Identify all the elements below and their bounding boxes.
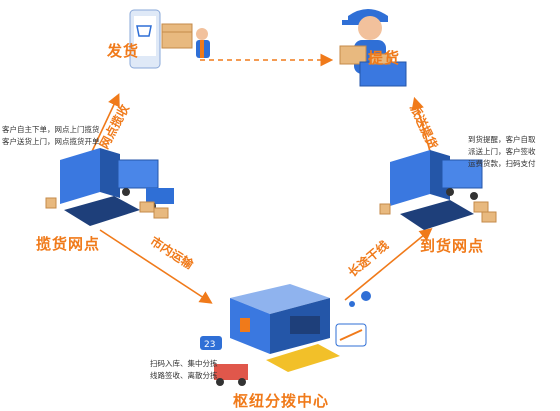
hub-illustration: 23 — [200, 284, 371, 386]
pickup-illustration — [339, 9, 407, 87]
hub-note: 扫码入库、集中分拣 — [150, 359, 218, 368]
pickup-label: 提货 — [368, 49, 401, 67]
arrive-station-label: 到货网点 — [420, 237, 485, 255]
arrive-note: 派送上门，客户签收 — [468, 147, 536, 156]
collect-station-illustration — [45, 148, 174, 226]
arrive-notes: 到货提醒，客户自取 派送上门，客户签收 运费货款，扫码支付 — [468, 134, 560, 170]
city-transport-arrow — [99, 229, 213, 304]
collect-note: 客户送货上门，网点揽货开单 — [2, 137, 100, 146]
arrive-note: 运费货款，扫码支付 — [468, 159, 536, 168]
send-illustration — [129, 9, 210, 69]
hub-notes: 扫码入库、集中分拣 线路签收、离散分拣 — [150, 358, 218, 382]
collect-notes: 客户自主下单，网点上门揽货 客户送货上门，网点揽货开单 — [2, 124, 100, 148]
hub-label: 枢纽分拨中心 — [233, 392, 330, 410]
send-label: 发货 — [107, 42, 140, 60]
trunk-line-arrow — [344, 227, 433, 301]
collect-note: 客户自主下单，网点上门揽货 — [2, 125, 100, 134]
cart-icon — [136, 25, 152, 37]
arrive-station-illustration — [379, 150, 497, 230]
hub-badge: 23 — [204, 340, 215, 350]
collect-arrow — [87, 93, 120, 161]
collect-station-label: 揽货网点 — [36, 235, 101, 253]
hub-note: 线路签收、离散分拣 — [150, 371, 218, 380]
arrive-note: 到货提醒，客户自取 — [468, 135, 536, 144]
